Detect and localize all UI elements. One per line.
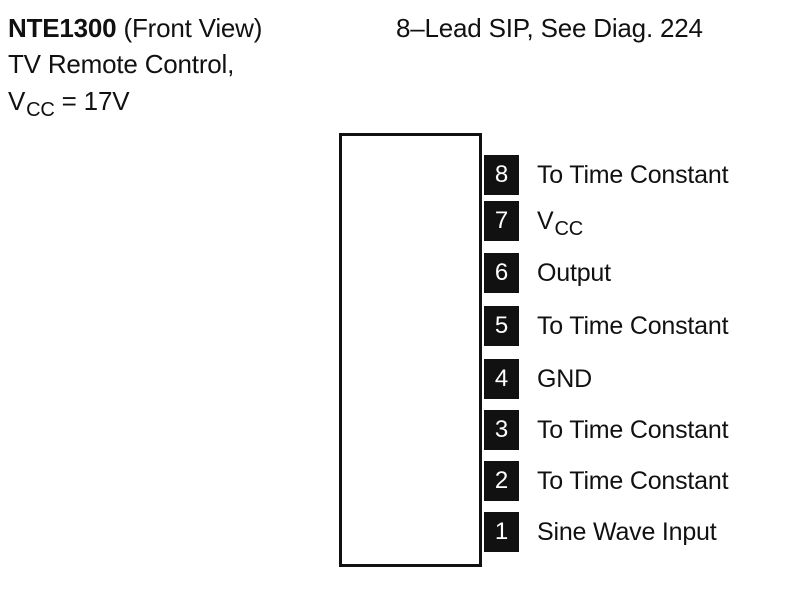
pin-row-5: 5 To Time Constant bbox=[484, 306, 729, 346]
pin-number-6: 6 bbox=[484, 253, 519, 293]
pin-label-3: To Time Constant bbox=[537, 415, 729, 444]
function-label: TV Remote Control, bbox=[8, 49, 235, 79]
pin-row-2: 2 To Time Constant bbox=[484, 461, 729, 501]
pin-label-7-symbol: V bbox=[537, 206, 554, 235]
package-note: 8–Lead SIP, See Diag. 224 bbox=[396, 13, 703, 43]
pin-label-4: GND bbox=[537, 364, 592, 393]
pin-number-2: 2 bbox=[484, 461, 519, 501]
part-number: NTE1300 bbox=[8, 13, 117, 43]
pin-row-7: 7 VCC bbox=[484, 201, 583, 241]
part-title: NTE1300 (Front View) bbox=[8, 13, 262, 43]
pin-label-7: VCC bbox=[537, 206, 583, 240]
pin-number-5: 5 bbox=[484, 306, 519, 346]
pin-number-4: 4 bbox=[484, 359, 519, 399]
pin-number-7: 7 bbox=[484, 201, 519, 241]
pin-number-8: 8 bbox=[484, 155, 519, 195]
pin-label-2: To Time Constant bbox=[537, 466, 729, 495]
supply-symbol: V bbox=[8, 86, 26, 116]
pin-row-8: 8 To Time Constant bbox=[484, 155, 729, 195]
pin-row-3: 3 To Time Constant bbox=[484, 410, 729, 450]
supply-value: = 17V bbox=[54, 86, 130, 116]
pin-number-1: 1 bbox=[484, 512, 519, 552]
view-label: (Front View) bbox=[123, 13, 263, 43]
pin-row-6: 6 Output bbox=[484, 253, 611, 293]
pin-label-8: To Time Constant bbox=[537, 160, 729, 189]
pin-label-6: Output bbox=[537, 258, 611, 287]
pin-label-1: Sine Wave Input bbox=[537, 517, 717, 546]
supply-voltage: VCC = 17V bbox=[8, 86, 130, 121]
pin-label-5: To Time Constant bbox=[537, 311, 729, 340]
pin-row-4: 4 GND bbox=[484, 359, 592, 399]
package-outline bbox=[339, 133, 482, 567]
pin-label-7-subscript: CC bbox=[554, 217, 583, 240]
pin-number-3: 3 bbox=[484, 410, 519, 450]
pin-row-1: 1 Sine Wave Input bbox=[484, 512, 717, 552]
supply-subscript: CC bbox=[26, 99, 55, 121]
